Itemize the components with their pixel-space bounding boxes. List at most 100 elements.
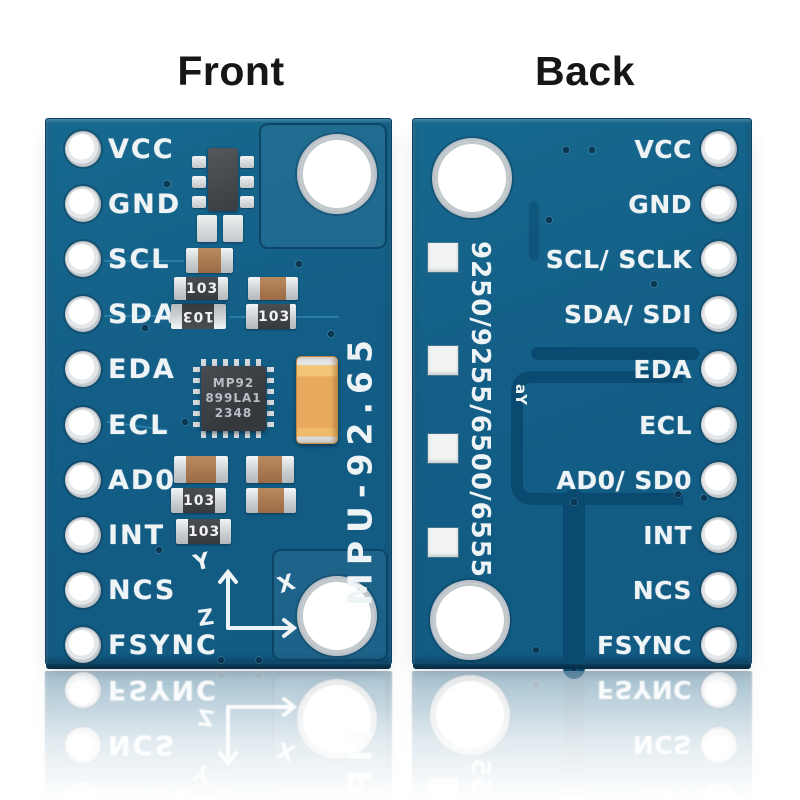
pin-row: AD0/ SD0 [413, 462, 751, 498]
pin-row: GND [413, 186, 751, 222]
pin-hole [701, 672, 737, 708]
board-model-text: MPU-92.65 [340, 332, 380, 607]
resistor: 103 [171, 304, 226, 329]
pin-row: INT [46, 517, 391, 553]
variant-list-text: 9250/9255/6500/6555 [465, 240, 495, 578]
pcb-trace [531, 347, 699, 360]
pin-hole [701, 351, 737, 387]
smd-pad [428, 346, 458, 375]
pin-label: EDA [108, 353, 176, 385]
pin-row: AD0 [46, 462, 391, 498]
pin-row: ECL [413, 407, 751, 443]
variant-list-text: 9250/9255/6500/6555 [463, 736, 497, 800]
pin-hole [701, 782, 737, 800]
pin-label: GND [628, 189, 692, 219]
pin-hole [65, 407, 101, 443]
pin-row: EDA [413, 351, 751, 387]
pin-label: SCL [108, 243, 171, 275]
pin-hole [65, 296, 101, 332]
pin-row: NCS [46, 572, 391, 608]
capacitor [174, 456, 228, 483]
pin-label: SCL/ SCLK [545, 244, 692, 274]
smd-pad [428, 528, 458, 557]
mounting-hole [432, 138, 512, 218]
pin-hole [65, 782, 101, 800]
axis-x-label: X [274, 735, 299, 766]
pin-label: INT [108, 784, 166, 800]
pin-hole [65, 131, 101, 167]
capacitor [197, 215, 217, 242]
reflection: VCC GND SCL SDA EDA ECL AD0 INT NCS FSYN… [0, 671, 800, 800]
axis-indicator: Y X Z [186, 548, 310, 642]
mounting-hole [430, 675, 510, 755]
pin-hole [701, 517, 737, 553]
resistor: 103 [246, 304, 296, 329]
resistor: 103 [174, 277, 228, 300]
pin-label: FSYNC [597, 630, 692, 660]
pin-hole [701, 627, 737, 663]
mounting-hole [297, 576, 377, 656]
pin-label: VCC [634, 134, 692, 164]
pin-row: SDA [46, 296, 391, 332]
pin-row: EDA [46, 351, 391, 387]
pin-hole [65, 672, 101, 708]
pin-label: FSYNC [108, 674, 218, 706]
pin-label: SDA [108, 298, 177, 330]
pin-hole [701, 727, 737, 763]
pin-label: GND [108, 188, 182, 220]
pin-row: NCS [413, 572, 751, 608]
pin-label: EDA [633, 354, 692, 384]
pcb-trace [563, 489, 585, 679]
front-heading: Front [177, 48, 285, 94]
axis-z-label: Z [196, 605, 216, 632]
pin-label: INT [108, 519, 166, 551]
pcb-marking: aY [512, 383, 530, 405]
chip-marking-line3: 2348 [214, 406, 253, 420]
pin-hole [65, 727, 101, 763]
capacitor [248, 277, 298, 300]
tantalum-capacitor [296, 356, 338, 444]
pin-hole [701, 296, 737, 332]
resistor-code: 103 [186, 277, 219, 300]
pcb-trace [563, 671, 585, 800]
pin-row: INT [413, 782, 751, 800]
back-heading: Back [534, 48, 635, 94]
resistor: 103 [171, 488, 226, 513]
pcb-trace [529, 201, 539, 261]
pin-hole [65, 517, 101, 553]
pin-row: FSYNC [413, 672, 751, 708]
pin-label: VCC [108, 133, 175, 165]
pin-hole [65, 351, 101, 387]
pin-hole [701, 572, 737, 608]
pin-label: SDA/ SDI [564, 299, 692, 329]
axis-z-label: Z [196, 703, 216, 730]
capacitor [246, 456, 294, 483]
pin-label: NCS [108, 574, 177, 606]
pin-row: FSYNC [46, 672, 391, 708]
pin-label: FSYNC [108, 629, 218, 661]
pin-row: SCL/ SCLK [413, 241, 751, 277]
pcb-trace [511, 371, 683, 505]
resistor: 103 [176, 519, 231, 544]
resistor-code: 103 [181, 304, 214, 329]
pin-row: VCC [46, 131, 391, 167]
capacitor [186, 248, 233, 273]
pin-hole [701, 186, 737, 222]
boards-row-reflection: VCC GND SCL SDA EDA ECL AD0 INT NCS FSYN… [0, 671, 800, 800]
pin-row: INT [413, 517, 751, 553]
pin-row: VCC [413, 131, 751, 167]
smd-pad [428, 434, 458, 463]
pin-label: AD0/ SD0 [556, 465, 692, 495]
axis-indicator: Y X Z [186, 693, 310, 787]
pin-label: INT [643, 785, 692, 800]
chip-marking-line1: MP92 [212, 376, 255, 390]
pin-row: ECL [46, 407, 391, 443]
pin-row: FSYNC [413, 627, 751, 663]
smd-pad [428, 778, 458, 800]
pin-label: NCS [632, 575, 692, 605]
pin-label: FSYNC [597, 675, 692, 705]
pin-hole [701, 241, 737, 277]
pcb-back: 9250/9255/6500/6555 aY VCC GND SCL/ SCLK… [412, 671, 752, 800]
pin-row: SDA/ SDI [413, 296, 751, 332]
